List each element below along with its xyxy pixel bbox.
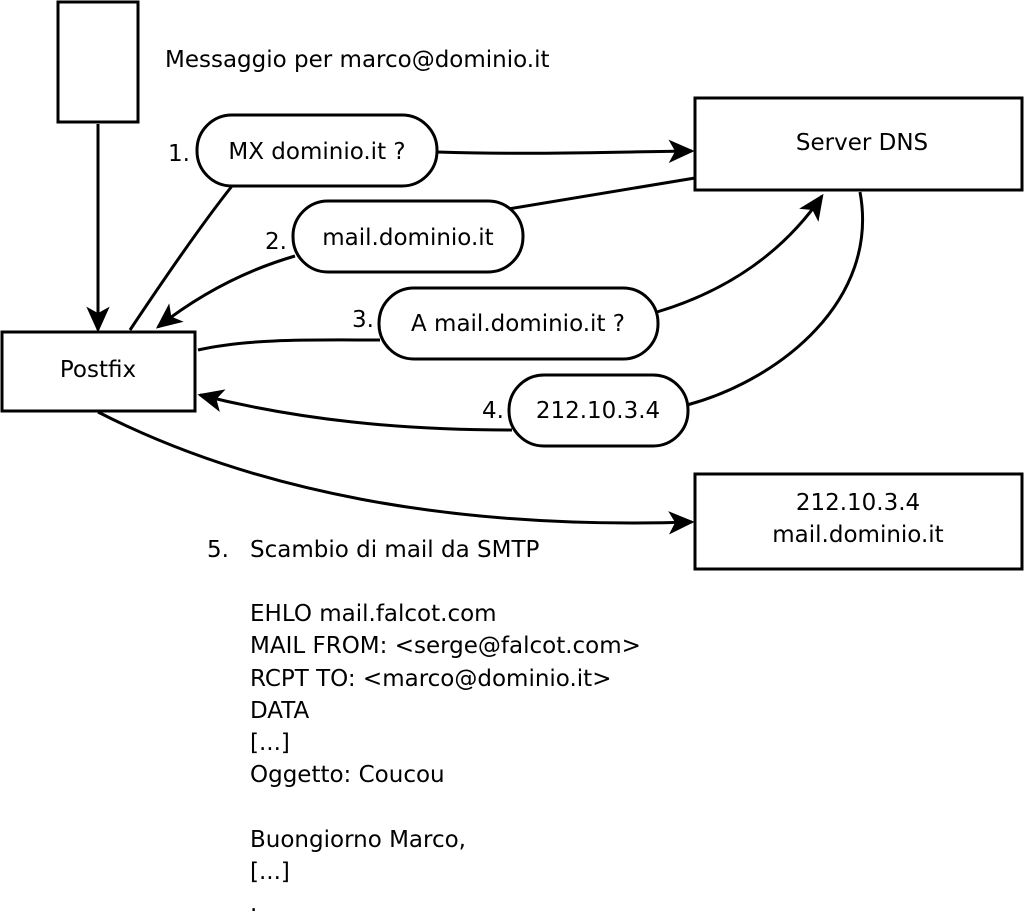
step4-text: 212.10.3.4 [536,398,660,424]
dns-server-label: Server DNS [796,130,928,156]
message-label: Messaggio per marco@dominio.it [165,47,550,73]
step1-number: 1. [168,141,190,167]
mail-server-ip: 212.10.3.4 [796,490,920,516]
smtp-line: EHLO mail.falcot.com [250,601,497,627]
step2-number: 2. [265,229,287,255]
step3-pill [377,286,660,361]
step2-arrow-to-postfix [155,254,296,329]
smtp-line: DATA [250,698,310,724]
postfix-label: Postfix [60,357,136,383]
postfix-box [0,330,197,413]
step2-pill [291,199,525,274]
step3-text: A mail.dominio.it ? [411,311,625,337]
step1-line-from-postfix [128,185,234,331]
smtp-line: Oggetto: Coucou [250,762,445,788]
smtp-lines: EHLO mail.falcot.com MAIL FROM: <serge@f… [250,601,641,917]
mail-server-host: mail.dominio.it [772,522,943,548]
step3-line-from-postfix [197,338,381,352]
step4-pill [507,373,690,448]
message-box [56,0,140,124]
mail-server-box [693,472,1024,571]
step4-line-from-dns [686,191,864,407]
smtp-line: [...] [250,859,290,885]
step1-arrow-to-dns [436,139,695,163]
step1-text: MX dominio.it ? [228,139,405,165]
smtp-line: . [250,891,257,917]
smtp-title: Scambio di mail da SMTP [250,537,540,563]
smtp-line: MAIL FROM: <serge@falcot.com> [250,633,641,659]
step5-arrow-to-mail-server [97,410,695,535]
step4-number: 4. [482,398,504,424]
step2-line-from-dns [507,176,696,211]
step2-text: mail.dominio.it [322,225,493,251]
dns-server-box [693,96,1024,192]
step4-arrow-to-postfix [197,389,513,432]
smtp-number: 5. [207,537,229,563]
step3-arrow-to-dns [656,193,824,314]
smtp-line: Buongiorno Marco, [250,827,466,853]
smtp-line: RCPT TO: <marco@dominio.it> [250,666,611,692]
step1-pill [195,113,439,188]
step3-number: 3. [352,307,374,333]
smtp-line: [...] [250,730,290,756]
